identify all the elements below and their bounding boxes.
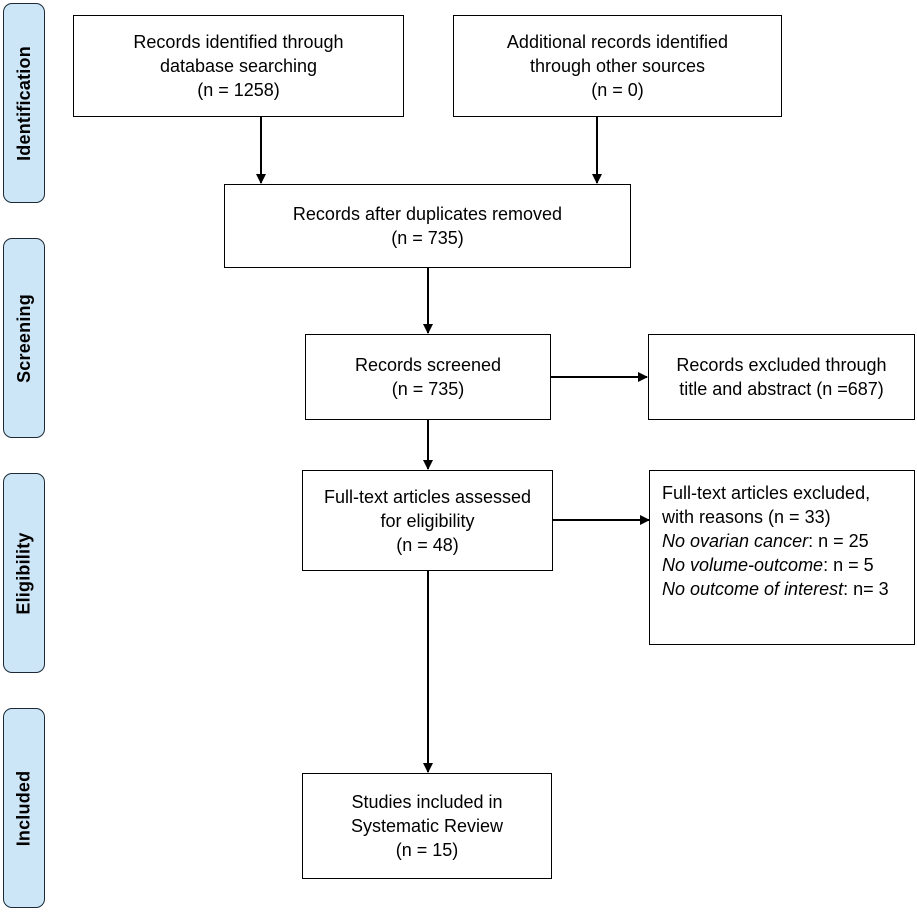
stage-label-included: Included [3, 708, 45, 908]
box-studies-included: Studies included in Systematic Review (n… [302, 773, 552, 879]
exclusion-reason: No ovarian cancer: n = 25 [662, 531, 869, 551]
exclusion-reason: No outcome of interest: n= 3 [662, 579, 889, 599]
stage-label-identification: Identification [3, 3, 45, 203]
box-database-records: Records identified through database sear… [73, 15, 404, 117]
box-records-screened: Records screened (n = 735) [305, 334, 551, 420]
box-other-sources: Additional records identified through ot… [453, 15, 782, 117]
box-fulltext-assessed: Full-text articles assessed for eligibil… [302, 470, 553, 571]
exclusion-reason: No volume-outcome: n = 5 [662, 555, 874, 575]
box-fulltext-excluded: Full-text articles excluded, with reason… [649, 470, 915, 645]
box-after-duplicates: Records after duplicates removed (n = 73… [224, 184, 631, 268]
stage-label-eligibility: Eligibility [3, 473, 45, 673]
box-records-excluded: Records excluded through title and abstr… [648, 334, 915, 420]
stage-label-screening: Screening [3, 238, 45, 438]
